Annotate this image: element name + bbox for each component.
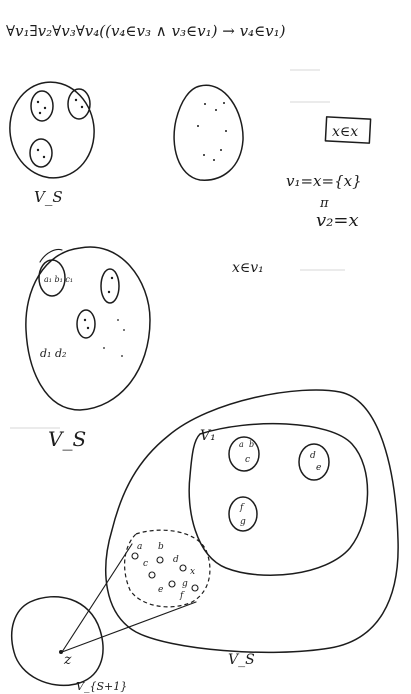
dashed-letter-d: d	[173, 555, 179, 565]
mid-note: x∈v₁	[232, 260, 264, 276]
vs1-label: V_{S+1}	[76, 680, 127, 693]
dashed-letter-x: x	[190, 567, 195, 577]
dashed-letter-c: c	[143, 559, 148, 569]
set-abc-a: a	[239, 440, 244, 449]
note-box-text: x∈x	[332, 124, 358, 140]
sketch2-inner: d₁ d₂	[40, 347, 66, 360]
big-vs-label: V_S	[228, 652, 255, 668]
set-de: d e	[298, 443, 330, 481]
equation-pi: π	[319, 196, 329, 211]
dashed-letter-a: a	[137, 542, 142, 552]
set-abc-b: b	[249, 440, 254, 449]
dashed-letter-g: g	[182, 579, 188, 589]
set-de-e: e	[316, 463, 321, 473]
arrow-z-to-cluster-bottom	[61, 601, 197, 653]
egg-set	[173, 84, 244, 181]
formula-text: ∀v₁∃v₂∀v₃∀v₄((v₄∈v₃ ∧ v₃∈v₁) → v₄∈v₁)	[6, 22, 286, 40]
dashed-letter-e: e	[158, 585, 163, 595]
big-vs-set	[105, 389, 399, 654]
sketch2-label: V_S	[48, 427, 86, 451]
set-de-d: d	[310, 451, 316, 461]
set-abc-c: c	[245, 455, 250, 465]
set-abc: a b c	[228, 436, 260, 472]
equation-line1: v₁=x={x}	[286, 172, 362, 190]
sketch2-blob-a: a₁ b₁ c₁	[44, 275, 73, 284]
note-box	[324, 116, 372, 144]
dashed-cluster: a b c d e f g x	[124, 529, 211, 608]
dashed-letter-b: b	[158, 542, 164, 552]
arrow-z-to-cluster-top	[61, 543, 133, 653]
set-fg: f g	[228, 496, 258, 532]
equation-line2: v₂=x	[316, 210, 359, 231]
sketch2-set	[25, 246, 151, 411]
v1-label: V₁	[200, 428, 216, 444]
v1-set	[188, 422, 369, 577]
sketch1-label: V_S	[34, 188, 63, 206]
vs1-set	[10, 543, 197, 687]
set-fg-g: g	[240, 517, 246, 527]
set-fg-f: f	[239, 503, 245, 513]
dashed-letter-f: f	[179, 591, 185, 601]
sketch1-set	[9, 81, 95, 179]
z-label: z	[63, 652, 72, 668]
